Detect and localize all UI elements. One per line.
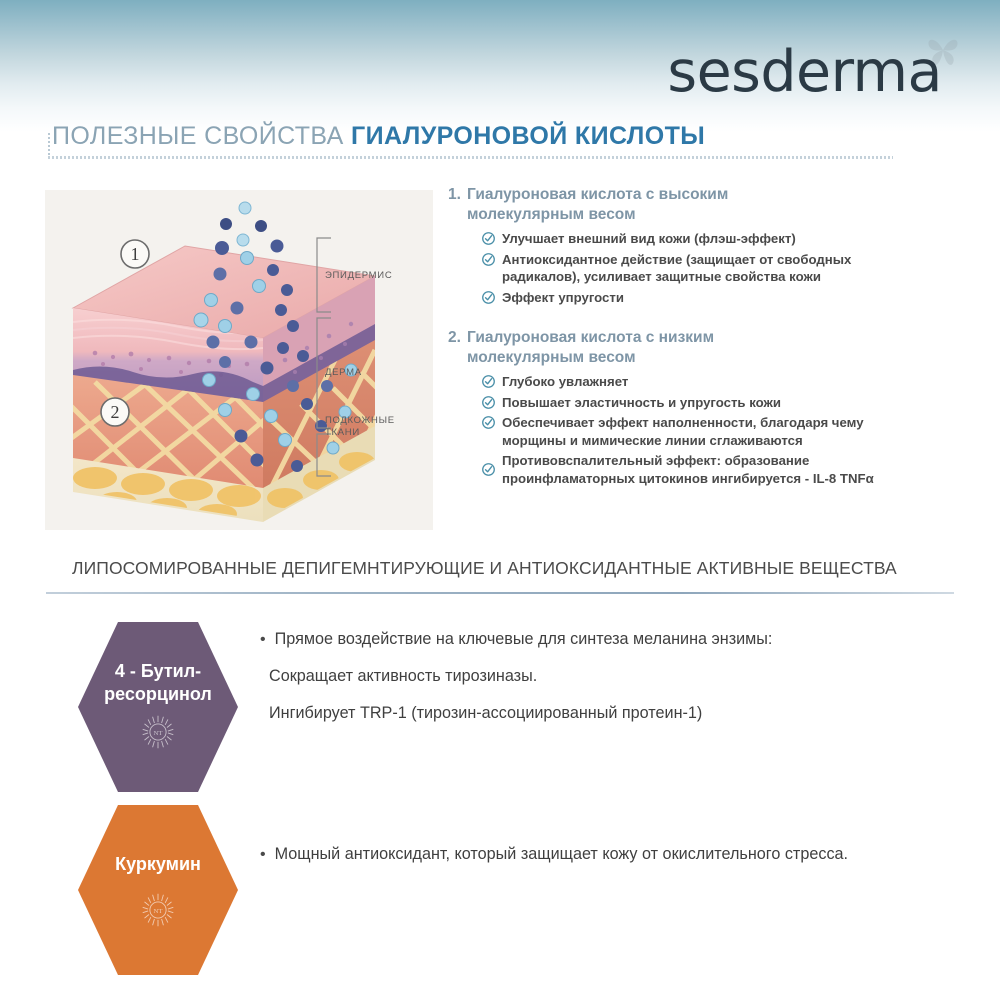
marker-2: 2 [100,397,130,427]
layer-brackets [316,237,331,477]
benefit-group-1: 1. Гиалуроновая кислота с высоким молеку… [448,185,918,306]
svg-text:NT: NT [154,730,164,737]
bullet-marker: • [260,846,266,863]
title-tick-divider [48,133,50,155]
molecule-dots [193,201,358,472]
list-item: Глубоко увлажняет [482,373,918,391]
ingredient-badge-curcumin[interactable]: Куркумин NT [78,805,238,975]
layer-label-subcutaneous-b: ТКАНИ [325,427,360,438]
list-item-text: Повышает эластичность и упругость кожи [502,394,781,410]
page-title-bold: ГИАЛУРОНОВОЙ КИСЛОТЫ [351,122,706,150]
layer-label-epidermis: ЭПИДЕРМИС [325,270,393,281]
check-circle-icon [482,375,495,388]
layer-label-subcutaneous-a: ПОДКОЖНЫЕ [325,415,395,426]
ingredient-bullets-curcumin: • Мощный антиоксидант, который защищает … [260,805,848,868]
bullet-marker: • [260,631,266,648]
benefit-group-2-title: 2. Гиалуроновая кислота с низким молекул… [448,328,918,368]
list-item-text: Эффект упругости [502,289,624,305]
page-title: ПОЛЕЗНЫЕ СВОЙСТВА ГИАЛУРОНОВОЙ КИСЛОТЫ [52,122,705,151]
ingredient-badge-butylresorcinol[interactable]: 4 - Бутил- ресорцинол [78,622,238,792]
section-divider-rule [46,592,954,594]
benefit-group-1-items: Улучшает внешний вид кожи (флэш-эффект) … [448,230,918,306]
benefit-group-1-title-text: Гиалуроновая кислота с высоким молекуляр… [466,186,729,223]
check-circle-icon [482,290,495,304]
svg-text:2: 2 [111,402,120,422]
hexagon-shape-purple: 4 - Бутил- ресорцинол [78,622,238,792]
bullet-line: • Мощный антиоксидант, который защищает … [260,843,848,866]
bullet-line: Ингибирует TRP-1 (тирозин-ассоциированны… [260,702,772,725]
list-item-text: Антиоксидантное действие (защищает от св… [502,251,852,285]
check-circle-icon [482,416,495,429]
check-circle-icon [482,463,495,476]
benefit-group-2-number: 2. [448,329,461,346]
ingredient-bullets-butylresorcinol: • Прямое воздействие на ключевые для син… [260,622,772,727]
butterfly-icon [928,39,958,65]
header-gradient-band [0,0,1000,132]
bullet-text: Прямое воздействие на ключевые для синте… [274,630,773,648]
brand-wordmark: sesderma [667,39,942,105]
ingredient-row-curcumin: Куркумин NT [78,805,938,975]
benefit-group-1-number: 1. [448,186,461,203]
marker-1: 1 [120,239,150,269]
section-title-actives: ЛИПОСОМИРОВАННЫЕ ДЕПИГЕМНТИРУЮЩИЕ И АНТИ… [72,558,897,578]
ingredient-label-line1: 4 - Бутил- [114,661,202,681]
benefit-group-2: 2. Гиалуроновая кислота с низким молекул… [448,328,918,487]
svg-text:NT: NT [154,908,164,915]
ingredient-row-butylresorcinol: 4 - Бутил- ресорцинол [78,622,938,792]
bullet-line: • Прямое воздействие на ключевые для син… [260,628,772,651]
sunburst-nt-emblem-icon: NT [142,715,174,749]
list-item: Обеспечивает эффект наполненности, благо… [482,414,918,449]
ingredient-label-curcumin: Куркумин [115,854,201,874]
page-title-light: ПОЛЕЗНЫЕ СВОЙСТВА [52,122,352,150]
list-item: Антиоксидантное действие (защищает от св… [482,251,918,286]
list-item-text: Глубоко увлажняет [502,374,629,389]
benefits-column: 1. Гиалуроновая кислота с высоким молеку… [448,185,918,505]
benefit-group-1-title: 1. Гиалуроновая кислота с высоким молеку… [448,185,918,225]
skin-illustration-panel: 1 2 ЭПИДЕРМИС ДЕРМА ПОДКОЖНЫЕ ТКАНИ [45,190,433,530]
check-circle-icon [482,395,495,409]
benefit-group-2-items: Глубоко увлажняет Повышает эластичность … [448,373,918,487]
layer-label-dermis: ДЕРМА [325,367,362,378]
title-dotted-rule [48,156,893,159]
list-item: Противовспалительный эффект: образование… [482,452,918,487]
skin-cross-section-diagram: 1 2 [71,201,377,522]
list-item-text: Обеспечивает эффект наполненности, благо… [502,415,864,448]
svg-text:1: 1 [131,244,140,264]
bullet-line: Сокращает активность тирозиназы. [260,665,772,688]
list-item: Улучшает внешний вид кожи (флэш-эффект) [482,230,918,248]
benefit-group-2-title-text: Гиалуроновая кислота с низким молекулярн… [466,329,715,366]
bullet-text: Ингибирует TRP-1 (тирозин-ассоциированны… [269,704,703,722]
check-circle-icon [482,232,495,245]
list-item: Эффект упругости [482,289,918,307]
ingredient-label-line2: ресорцинол [104,684,212,704]
list-item: Повышает эластичность и упругость кожи [482,394,918,412]
check-circle-icon [482,252,495,266]
list-item-text: Улучшает внешний вид кожи (флэш-эффект) [502,231,796,246]
spacer [260,690,772,702]
spacer [260,653,772,665]
bullet-text: Сокращает активность тирозиназы. [269,667,538,685]
bullet-text: Мощный антиоксидант, который защищает ко… [274,845,849,863]
sunburst-nt-emblem-icon: NT [142,893,174,927]
ingredient-label-butylresorcinol: 4 - Бутил- ресорцинол [90,660,226,706]
list-item-text: Противовспалительный эффект: образование… [502,453,874,486]
hexagon-shape-orange: Куркумин NT [78,805,238,975]
